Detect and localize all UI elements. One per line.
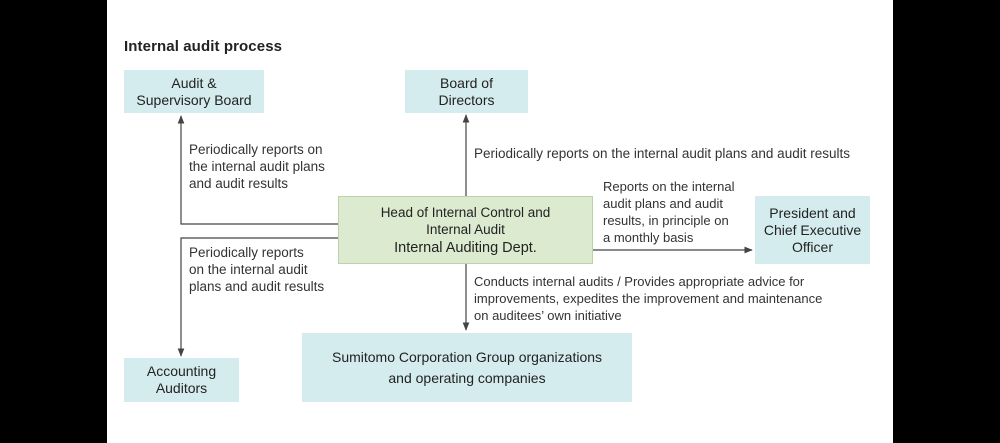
node-text: Chief Executive <box>763 221 862 238</box>
node-board-of-directors: Board of Directors <box>405 70 528 113</box>
label-line: Periodically reports on the internal aud… <box>474 146 850 161</box>
node-text: and operating companies <box>388 369 546 386</box>
node-president-ceo: President and Chief Executive Officer <box>755 196 870 264</box>
node-text: Supervisory Board <box>136 91 252 108</box>
label-line: and audit results <box>189 176 289 191</box>
node-text: Internal Audit <box>426 221 505 237</box>
label-line: a monthly basis <box>603 230 694 245</box>
label-to-sumitomo: Conducts internal audits / Provides appr… <box>474 273 822 324</box>
label-line: plans and audit results <box>189 279 325 294</box>
label-to-president: Reports on the internal audit plans and … <box>603 178 735 246</box>
node-text: Sumitomo Corporation Group organizations <box>331 348 603 365</box>
label-line: audit plans and audit <box>603 196 723 211</box>
node-head-internal-audit: Head of Internal Control and Internal Au… <box>338 196 593 264</box>
label-line: Periodically reports <box>189 245 304 260</box>
node-accounting-auditors: Accounting Auditors <box>124 358 239 402</box>
label-line: on auditees’ own initiative <box>474 308 622 323</box>
node-dept: Internal Auditing Dept. <box>394 239 537 256</box>
label-to-accounting: Periodically reports on the internal aud… <box>189 244 324 295</box>
node-text: Accounting <box>146 363 217 379</box>
node-text: Auditors <box>155 380 208 396</box>
node-text: Directors <box>438 91 495 108</box>
node-sumitomo-group: Sumitomo Corporation Group organizations… <box>302 333 632 402</box>
label-line: results, in principle on <box>603 213 729 228</box>
label-line: Periodically reports on <box>189 142 323 157</box>
node-text: President and <box>769 204 856 221</box>
label-line: Reports on the internal <box>603 179 735 194</box>
node-text: Officer <box>792 238 833 255</box>
arrow-to-audit-board <box>177 115 338 225</box>
label-line: the internal audit plans <box>189 159 325 174</box>
node-text: Audit & <box>171 74 217 91</box>
label-line: Conducts internal audits / Provides appr… <box>474 274 805 289</box>
label-to-audit-board: Periodically reports on the internal aud… <box>189 141 325 192</box>
label-line: improvements, expedites the improvement … <box>474 291 823 306</box>
node-text: Head of Internal Control and <box>380 204 551 220</box>
diagram-title: Internal audit process <box>124 38 283 55</box>
node-text: Board of <box>440 74 493 91</box>
arrow-to-accounting-auditors <box>177 237 338 357</box>
label-line: on the internal audit <box>189 262 308 277</box>
node-audit-supervisory-board: Audit & Supervisory Board <box>124 70 264 113</box>
label-to-board-directors: Periodically reports on the internal aud… <box>474 145 850 162</box>
